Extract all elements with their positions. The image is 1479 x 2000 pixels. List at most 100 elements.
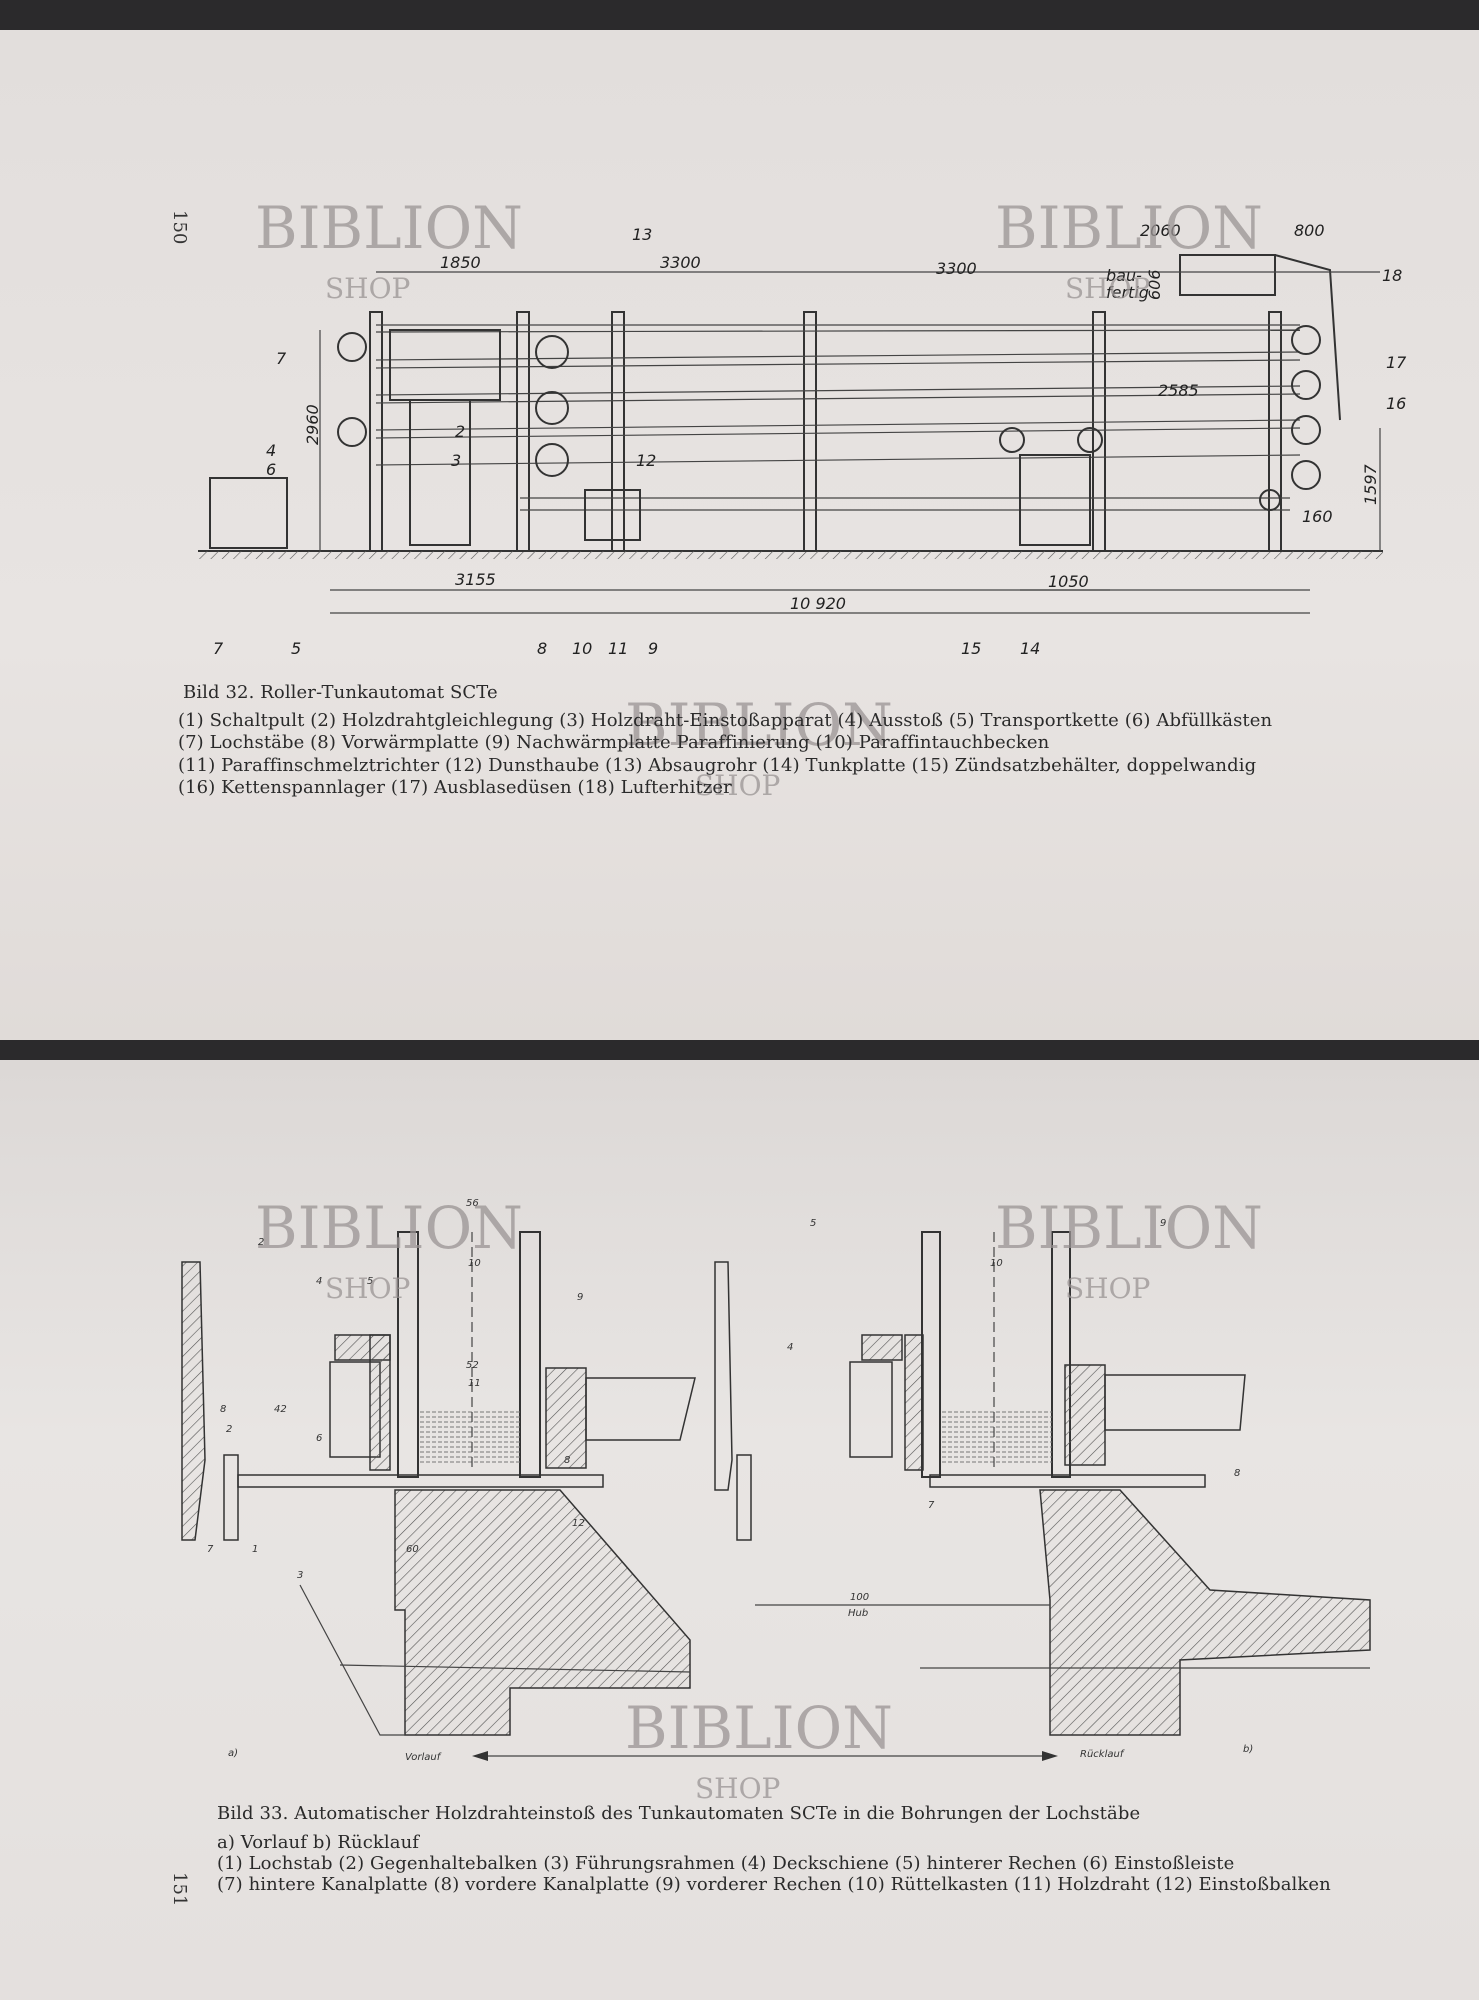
svg-text:2: 2 (455, 422, 465, 441)
svg-text:a): a) (228, 1748, 238, 1759)
svg-text:BIBLION: BIBLION (255, 1194, 523, 1262)
part-number-labels: 13 18 17 16 7 2 4 6 3 12 7 5 8 10 11 9 1… (213, 225, 1407, 658)
svg-text:SHOP: SHOP (1065, 1272, 1150, 1305)
svg-text:8: 8 (537, 639, 547, 658)
figure-33b-labels: 5 10 9 4 8 7 100 Hub (787, 1218, 1240, 1619)
svg-text:1850: 1850 (440, 253, 481, 272)
figure-33-caption-title: Bild 33. Automatischer Holzdrahteinstoß … (217, 1803, 1141, 1824)
dimension-labels: 1850 3300 3300 2060 800 bau- fertig 606 … (303, 221, 1380, 613)
svg-text:SHOP: SHOP (695, 1772, 780, 1805)
svg-text:18: 18 (1382, 266, 1402, 285)
svg-text:60: 60 (406, 1544, 419, 1555)
svg-text:13: 13 (632, 225, 652, 244)
air-heater (1179, 254, 1276, 296)
svg-text:56: 56 (466, 1198, 479, 1209)
svg-text:160: 160 (1302, 507, 1333, 526)
svg-text:11: 11 (608, 639, 628, 658)
svg-text:9: 9 (1160, 1218, 1166, 1229)
svg-text:52: 52 (466, 1360, 479, 1371)
svg-text:800: 800 (1294, 221, 1325, 240)
svg-text:3300: 3300 (660, 253, 701, 272)
svg-text:1597: 1597 (1361, 463, 1380, 505)
chain-rails (375, 324, 1301, 511)
svg-text:6: 6 (316, 1433, 322, 1444)
svg-text:17: 17 (1386, 353, 1407, 372)
svg-text:BIBLION: BIBLION (625, 691, 893, 759)
einstossbalken (394, 1489, 691, 1736)
svg-text:11: 11 (468, 1378, 481, 1389)
svg-text:9: 9 (648, 639, 658, 658)
svg-text:10: 10 (990, 1258, 1003, 1269)
book-page-150 (0, 30, 1479, 1040)
frame-columns (369, 311, 1282, 552)
svg-text:12: 12 (636, 451, 656, 470)
svg-text:2060: 2060 (1140, 221, 1181, 240)
svg-text:4: 4 (266, 441, 276, 460)
einstoss-apparat (389, 329, 501, 401)
svg-text:3300: 3300 (936, 259, 977, 278)
svg-text:12: 12 (572, 1518, 585, 1529)
figure-33-subcaption: a) Vorlauf b) Rücklauf (217, 1832, 420, 1853)
svg-text:4: 4 (316, 1276, 322, 1287)
svg-text:100: 100 (850, 1592, 869, 1603)
svg-text:10: 10 (572, 639, 592, 658)
svg-text:2: 2 (258, 1237, 264, 1248)
svg-text:2960: 2960 (303, 404, 322, 445)
svg-text:1: 1 (252, 1544, 258, 1555)
blow-duct (1274, 254, 1341, 421)
svg-text:10 920: 10 920 (790, 594, 846, 613)
svg-text:BIBLION: BIBLION (995, 194, 1263, 262)
svg-text:Hub: Hub (848, 1608, 868, 1619)
floor-hatch (198, 551, 1383, 559)
svg-text:SHOP: SHOP (325, 272, 410, 305)
svg-text:8: 8 (1234, 1468, 1240, 1479)
figure-32-caption-title: Bild 32. Roller-Tunkautomat SCTe (183, 682, 498, 703)
svg-text:SHOP: SHOP (325, 1272, 410, 1305)
svg-text:SHOP: SHOP (1065, 272, 1150, 305)
figure-32-legend-line: (11) Paraffinschmelztrichter (12) Dunsth… (178, 755, 1257, 776)
svg-text:9: 9 (577, 1292, 583, 1303)
svg-text:bau-: bau- (1106, 266, 1142, 285)
holzdraht-wood (585, 1377, 696, 1441)
svg-text:fertig: fertig (1106, 283, 1149, 302)
svg-text:Vorlauf: Vorlauf (405, 1752, 442, 1763)
svg-text:BIBLION: BIBLION (995, 1194, 1263, 1262)
svg-text:606: 606 (1145, 269, 1164, 300)
svg-text:BIBLION: BIBLION (625, 1694, 893, 1762)
page-number-151: 151 (169, 1872, 190, 1907)
svg-text:15: 15 (961, 639, 981, 658)
svg-text:b): b) (1243, 1744, 1253, 1755)
svg-text:7: 7 (213, 639, 224, 658)
book-page-151 (0, 1060, 1479, 2000)
paraffin-tank (584, 489, 641, 541)
svg-text:14: 14 (1020, 639, 1040, 658)
svg-text:2: 2 (226, 1424, 232, 1435)
figure-33-einstoss-a: 2 4 5 56 10 9 52 11 8 42 2 6 8 12 60 7 1… (181, 1198, 696, 1736)
svg-text:BIBLION: BIBLION (255, 194, 523, 262)
figure-32-legend-line: (7) Lochstäbe (8) Vorwärmplatte (9) Nach… (178, 732, 1050, 753)
svg-text:3: 3 (297, 1570, 303, 1581)
control-desk (209, 477, 288, 549)
svg-text:SHOP: SHOP (695, 769, 780, 802)
page-number-150: 150 (169, 210, 190, 245)
svg-text:3155: 3155 (455, 570, 496, 589)
svg-text:10: 10 (468, 1258, 481, 1269)
svg-text:7: 7 (207, 1544, 214, 1555)
svg-text:16: 16 (1386, 394, 1406, 413)
svg-text:5: 5 (367, 1276, 373, 1287)
sprocket-wheels (337, 325, 1321, 511)
tunk-unit (1019, 454, 1091, 546)
figure-33-einstoss-b: 5 10 9 4 8 7 100 Hub (714, 1218, 1371, 1736)
svg-text:3: 3 (451, 451, 461, 470)
svg-text:1050: 1050 (1048, 572, 1089, 591)
svg-text:8: 8 (220, 1404, 226, 1415)
svg-text:4: 4 (787, 1342, 793, 1353)
svg-text:8: 8 (564, 1455, 570, 1466)
svg-text:7: 7 (928, 1500, 935, 1511)
figure-32-legend-line: (1) Schaltpult (2) Holzdrahtgleichlegung… (178, 710, 1273, 731)
svg-text:6: 6 (266, 460, 276, 479)
figure-32-roller-tunkautomat: 1850 3300 3300 2060 800 bau- fertig 606 … (198, 221, 1407, 658)
figure-33-legend-line: (1) Lochstab (2) Gegenhaltebalken (3) Fü… (217, 1853, 1235, 1874)
svg-text:2585: 2585 (1158, 381, 1199, 400)
